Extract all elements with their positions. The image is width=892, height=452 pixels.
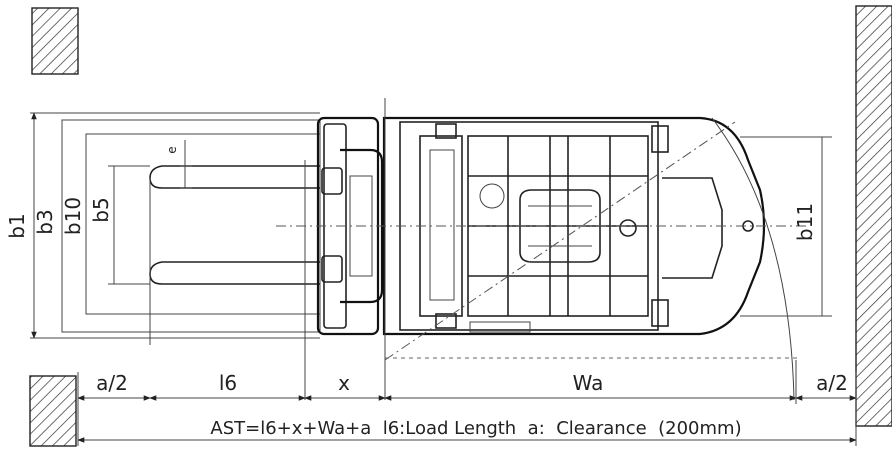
rear-wheel-top <box>651 125 669 153</box>
truck-body-outline <box>382 116 766 336</box>
wall-right <box>855 5 892 427</box>
dashboard <box>662 177 723 279</box>
label-e: e <box>165 146 179 153</box>
label-a-half-right: a/2 <box>816 371 848 395</box>
wall-top-left <box>31 7 79 75</box>
front-wheel-bottom <box>435 313 457 329</box>
fork-hook-upper <box>321 167 343 195</box>
mast-base-inner <box>429 149 455 301</box>
label-b11: b11 <box>793 203 817 241</box>
fork-upper <box>149 165 320 189</box>
step-plate <box>469 321 531 333</box>
label-wa: Wa <box>573 371 604 395</box>
label-b10: b10 <box>61 197 85 235</box>
wall-bottom-left <box>29 375 77 447</box>
fork-lower <box>149 261 320 285</box>
ast-formula: AST=l6+x+Wa+a l6:Load Length a: Clearanc… <box>210 418 741 439</box>
steering-knob-icon <box>619 219 637 237</box>
label-x: x <box>338 371 350 395</box>
label-b3: b3 <box>33 209 57 234</box>
seat-cushion-lines <box>528 205 592 247</box>
fork-hook-lower <box>321 255 343 283</box>
label-b1: b1 <box>5 213 29 238</box>
operator-seat <box>519 189 601 263</box>
rear-wheel-bottom <box>651 299 669 327</box>
front-wheel-top <box>435 123 457 139</box>
load-outline-inner <box>85 133 321 315</box>
label-a-half-left: a/2 <box>96 371 128 395</box>
label-b5: b5 <box>89 197 113 222</box>
label-l6: l6 <box>219 371 237 395</box>
battery-cap-icon <box>479 183 505 209</box>
turning-arc <box>711 117 795 401</box>
turning-diagonal <box>384 121 736 361</box>
